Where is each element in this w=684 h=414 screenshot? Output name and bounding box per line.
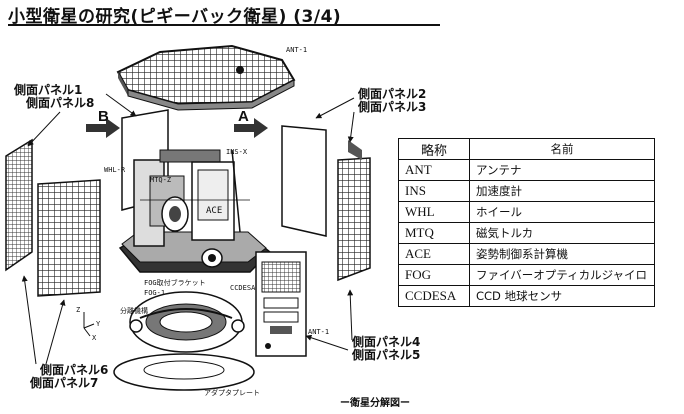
adapter-plate bbox=[113, 353, 255, 391]
name-cell: 姿勢制御系計算機 bbox=[469, 243, 655, 265]
axis-x-label: X bbox=[92, 334, 97, 342]
label-panel-1-8: 側面パネル1 側面パネル8 bbox=[14, 83, 95, 110]
header-name: 名前 bbox=[469, 138, 655, 160]
label-fog: FOG-1 bbox=[144, 289, 166, 297]
label-ant-top: ANT-1 bbox=[286, 46, 308, 54]
abbr-cell: MTQ bbox=[398, 222, 470, 244]
name-cell: CCD 地球センサ bbox=[469, 285, 655, 307]
label-fog-bracket: FOG取付ブラケット bbox=[144, 279, 206, 287]
direction-label-a: A bbox=[238, 108, 249, 125]
side-panel-4-5 bbox=[255, 251, 307, 357]
abbr-cell: FOG bbox=[398, 264, 470, 286]
axis-z-label: Z bbox=[76, 306, 81, 314]
label-mtq: MTQ-Z bbox=[150, 176, 172, 184]
label-panel-4-5: 側面パネル4 側面パネル5 bbox=[352, 335, 421, 362]
side-panel-6 bbox=[5, 138, 33, 272]
page-title: 小型衛星の研究(ピギーバック衛星) (3/4) bbox=[8, 7, 342, 27]
satellite-body bbox=[118, 149, 272, 273]
header-abbr: 略称 bbox=[398, 138, 470, 160]
abbr-cell: CCDESA bbox=[398, 285, 470, 307]
side-panel-7 bbox=[37, 179, 101, 297]
side-panel-3 bbox=[337, 140, 371, 282]
name-cell: アンテナ bbox=[469, 159, 655, 181]
top-antenna-plate bbox=[116, 44, 296, 111]
side-panel-2 bbox=[281, 125, 327, 237]
direction-arrow-b bbox=[86, 118, 120, 138]
label-panel-6-7: 側面パネル6 側面パネル7 bbox=[30, 363, 109, 390]
label-separator: 分離機構 bbox=[120, 307, 148, 315]
label-whl: WHL-R bbox=[104, 166, 126, 174]
label-ace: ACE bbox=[206, 206, 223, 216]
abbr-cell: WHL bbox=[398, 201, 470, 223]
separation-mechanism bbox=[129, 291, 245, 353]
abbr-cell: INS bbox=[398, 180, 470, 202]
name-cell: 加速度計 bbox=[469, 180, 655, 202]
abbr-cell: ACE bbox=[398, 243, 470, 265]
name-cell: 磁気トルカ bbox=[469, 222, 655, 244]
direction-label-b: B bbox=[98, 108, 109, 125]
title-underline bbox=[8, 24, 440, 26]
axis-y-label: Y bbox=[96, 320, 101, 328]
label-panel-2-3: 側面パネル2 側面パネル3 bbox=[358, 87, 427, 114]
name-cell: ファイバーオプティカルジャイロ bbox=[469, 264, 655, 286]
name-cell: ホイール bbox=[469, 201, 655, 223]
figure-caption: ー衛星分解図ー bbox=[340, 398, 410, 409]
label-ccdesa: CCDESA bbox=[230, 284, 256, 292]
leader-lines bbox=[21, 93, 355, 365]
label-adapter: アダプタプレート bbox=[204, 389, 260, 397]
direction-arrow-a bbox=[234, 118, 268, 138]
abbr-cell: ANT bbox=[398, 159, 470, 181]
label-ant-bottom: ANT-1 bbox=[308, 328, 330, 336]
coordinate-axes bbox=[83, 312, 95, 337]
label-ins: INS-X bbox=[226, 148, 248, 156]
table-header-row: 略称 名前 bbox=[398, 138, 655, 160]
